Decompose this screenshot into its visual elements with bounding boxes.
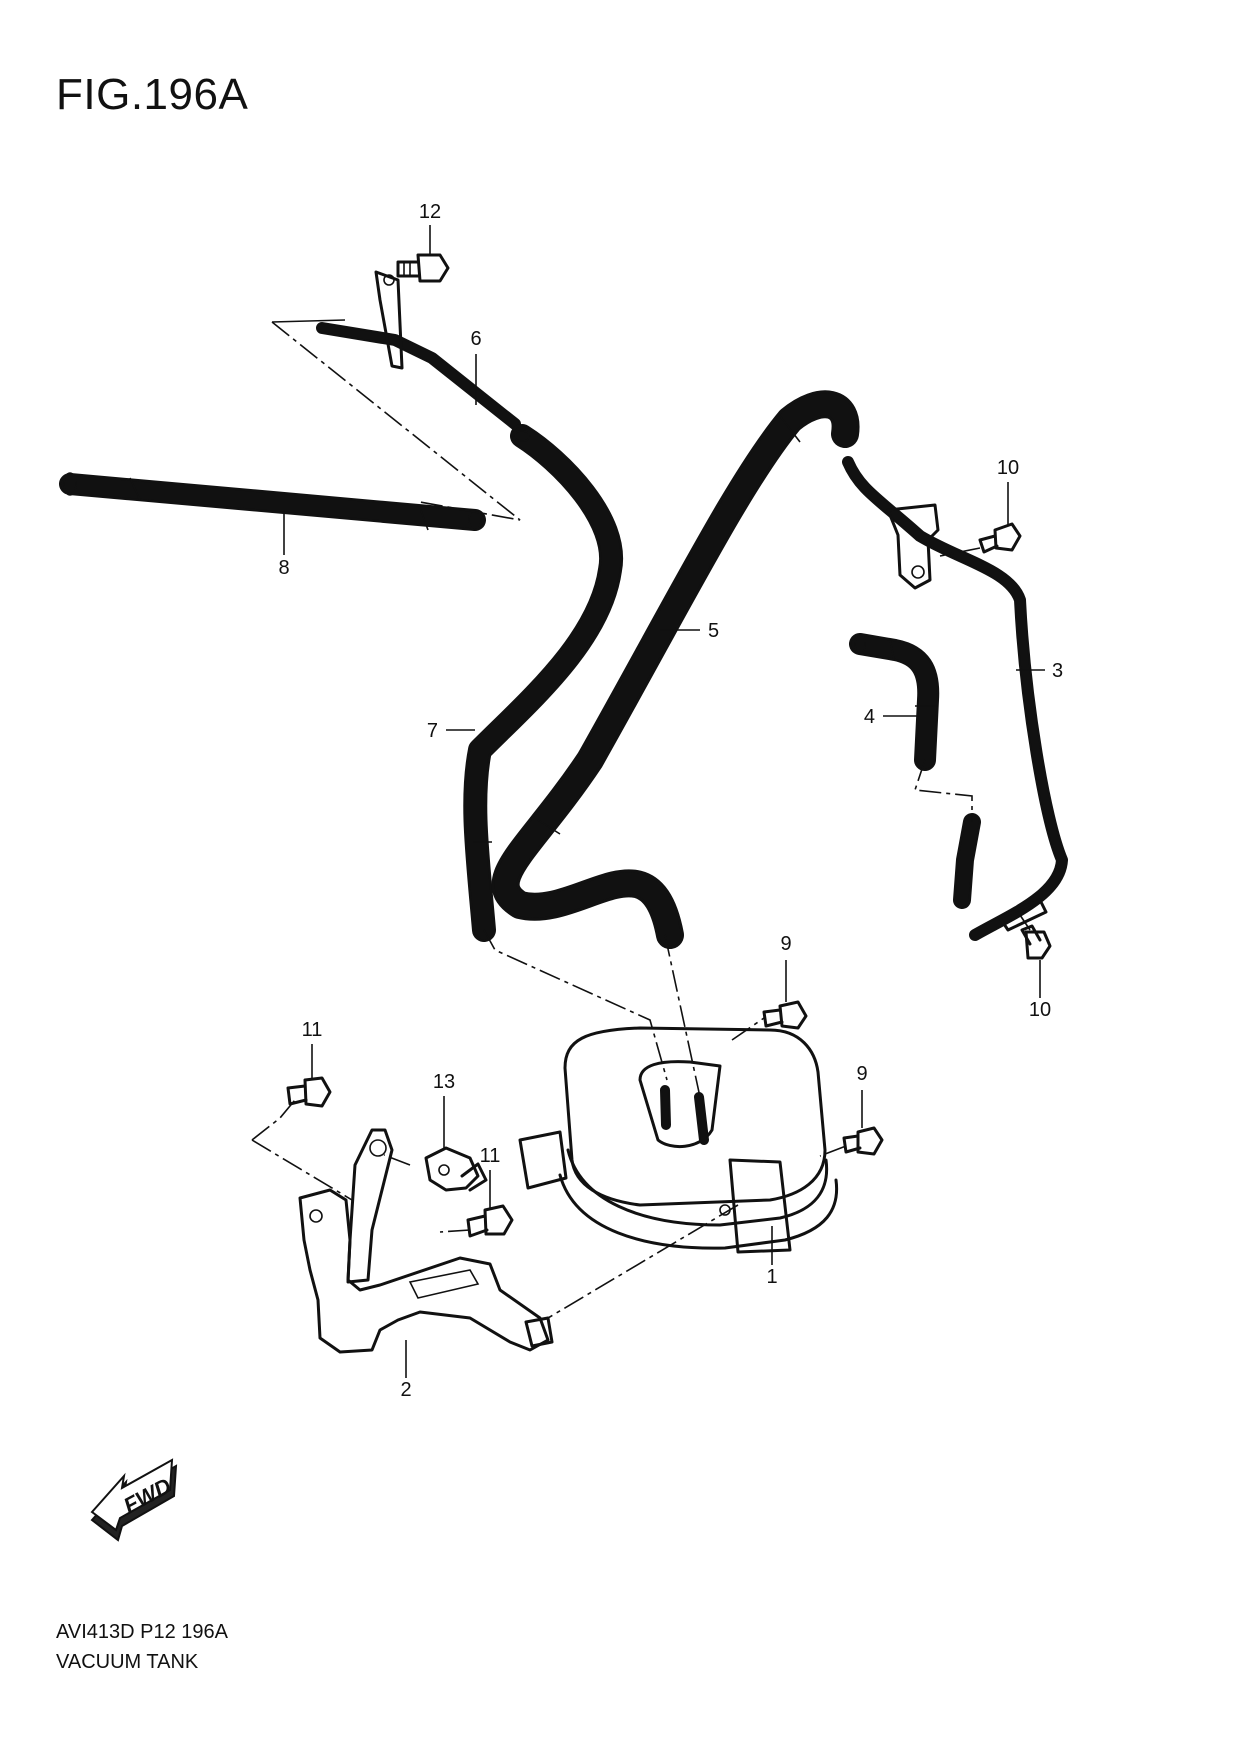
callout-6: 6 [470, 328, 481, 350]
part-4-hose [849, 633, 940, 771]
part-9-bolt-lower [842, 1126, 884, 1156]
callout-12: 12 [419, 201, 441, 223]
fwd-arrow-icon: FWD [90, 1458, 178, 1542]
part-10-bolt-lower [1020, 924, 1052, 960]
drawing-name: VACUUM TANK [56, 1651, 199, 1673]
figure-title: FIG.196A [56, 70, 249, 119]
part-4-hose-lower [953, 813, 981, 909]
part-11-bolt-left [286, 1076, 332, 1108]
callout-11-middle: 11 [480, 1145, 501, 1167]
part-3-pipe [842, 456, 1068, 941]
callout-7: 7 [427, 720, 438, 742]
callout-9-lower: 9 [856, 1063, 867, 1085]
callout-8: 8 [278, 557, 289, 579]
callout-1: 1 [766, 1266, 777, 1288]
part-7-hose [463, 424, 624, 942]
callout-10-upper: 10 [997, 457, 1019, 479]
part-9-bolt-upper [762, 1000, 808, 1030]
part-13-clip [424, 1146, 488, 1192]
assembly-lines [251, 319, 1031, 1319]
callout-13: 13 [433, 1071, 455, 1093]
part-11-bolt-middle [466, 1204, 514, 1238]
part-8-rod [59, 472, 486, 531]
callout-labels: 12 6 8 7 5 4 3 10 10 9 9 11 11 13 1 2 [278, 201, 1063, 1401]
drawing-code: AVI413D P12 196A [56, 1621, 228, 1643]
callout-3: 3 [1052, 660, 1063, 682]
part-1-vacuum-tank [518, 1026, 839, 1254]
callout-11-left: 11 [302, 1019, 323, 1041]
callout-10-lower: 10 [1029, 999, 1051, 1021]
part-6-pipe [316, 270, 521, 430]
callout-2: 2 [400, 1379, 411, 1401]
part-10-bolt-upper [978, 522, 1022, 554]
part-12-bolt [396, 253, 450, 283]
callout-4: 4 [864, 706, 875, 728]
part-5-hose [491, 390, 860, 949]
leader-lines [283, 225, 1045, 1378]
callout-5: 5 [708, 620, 719, 642]
callout-9-upper: 9 [780, 933, 791, 955]
part-2-bracket [298, 1128, 554, 1354]
